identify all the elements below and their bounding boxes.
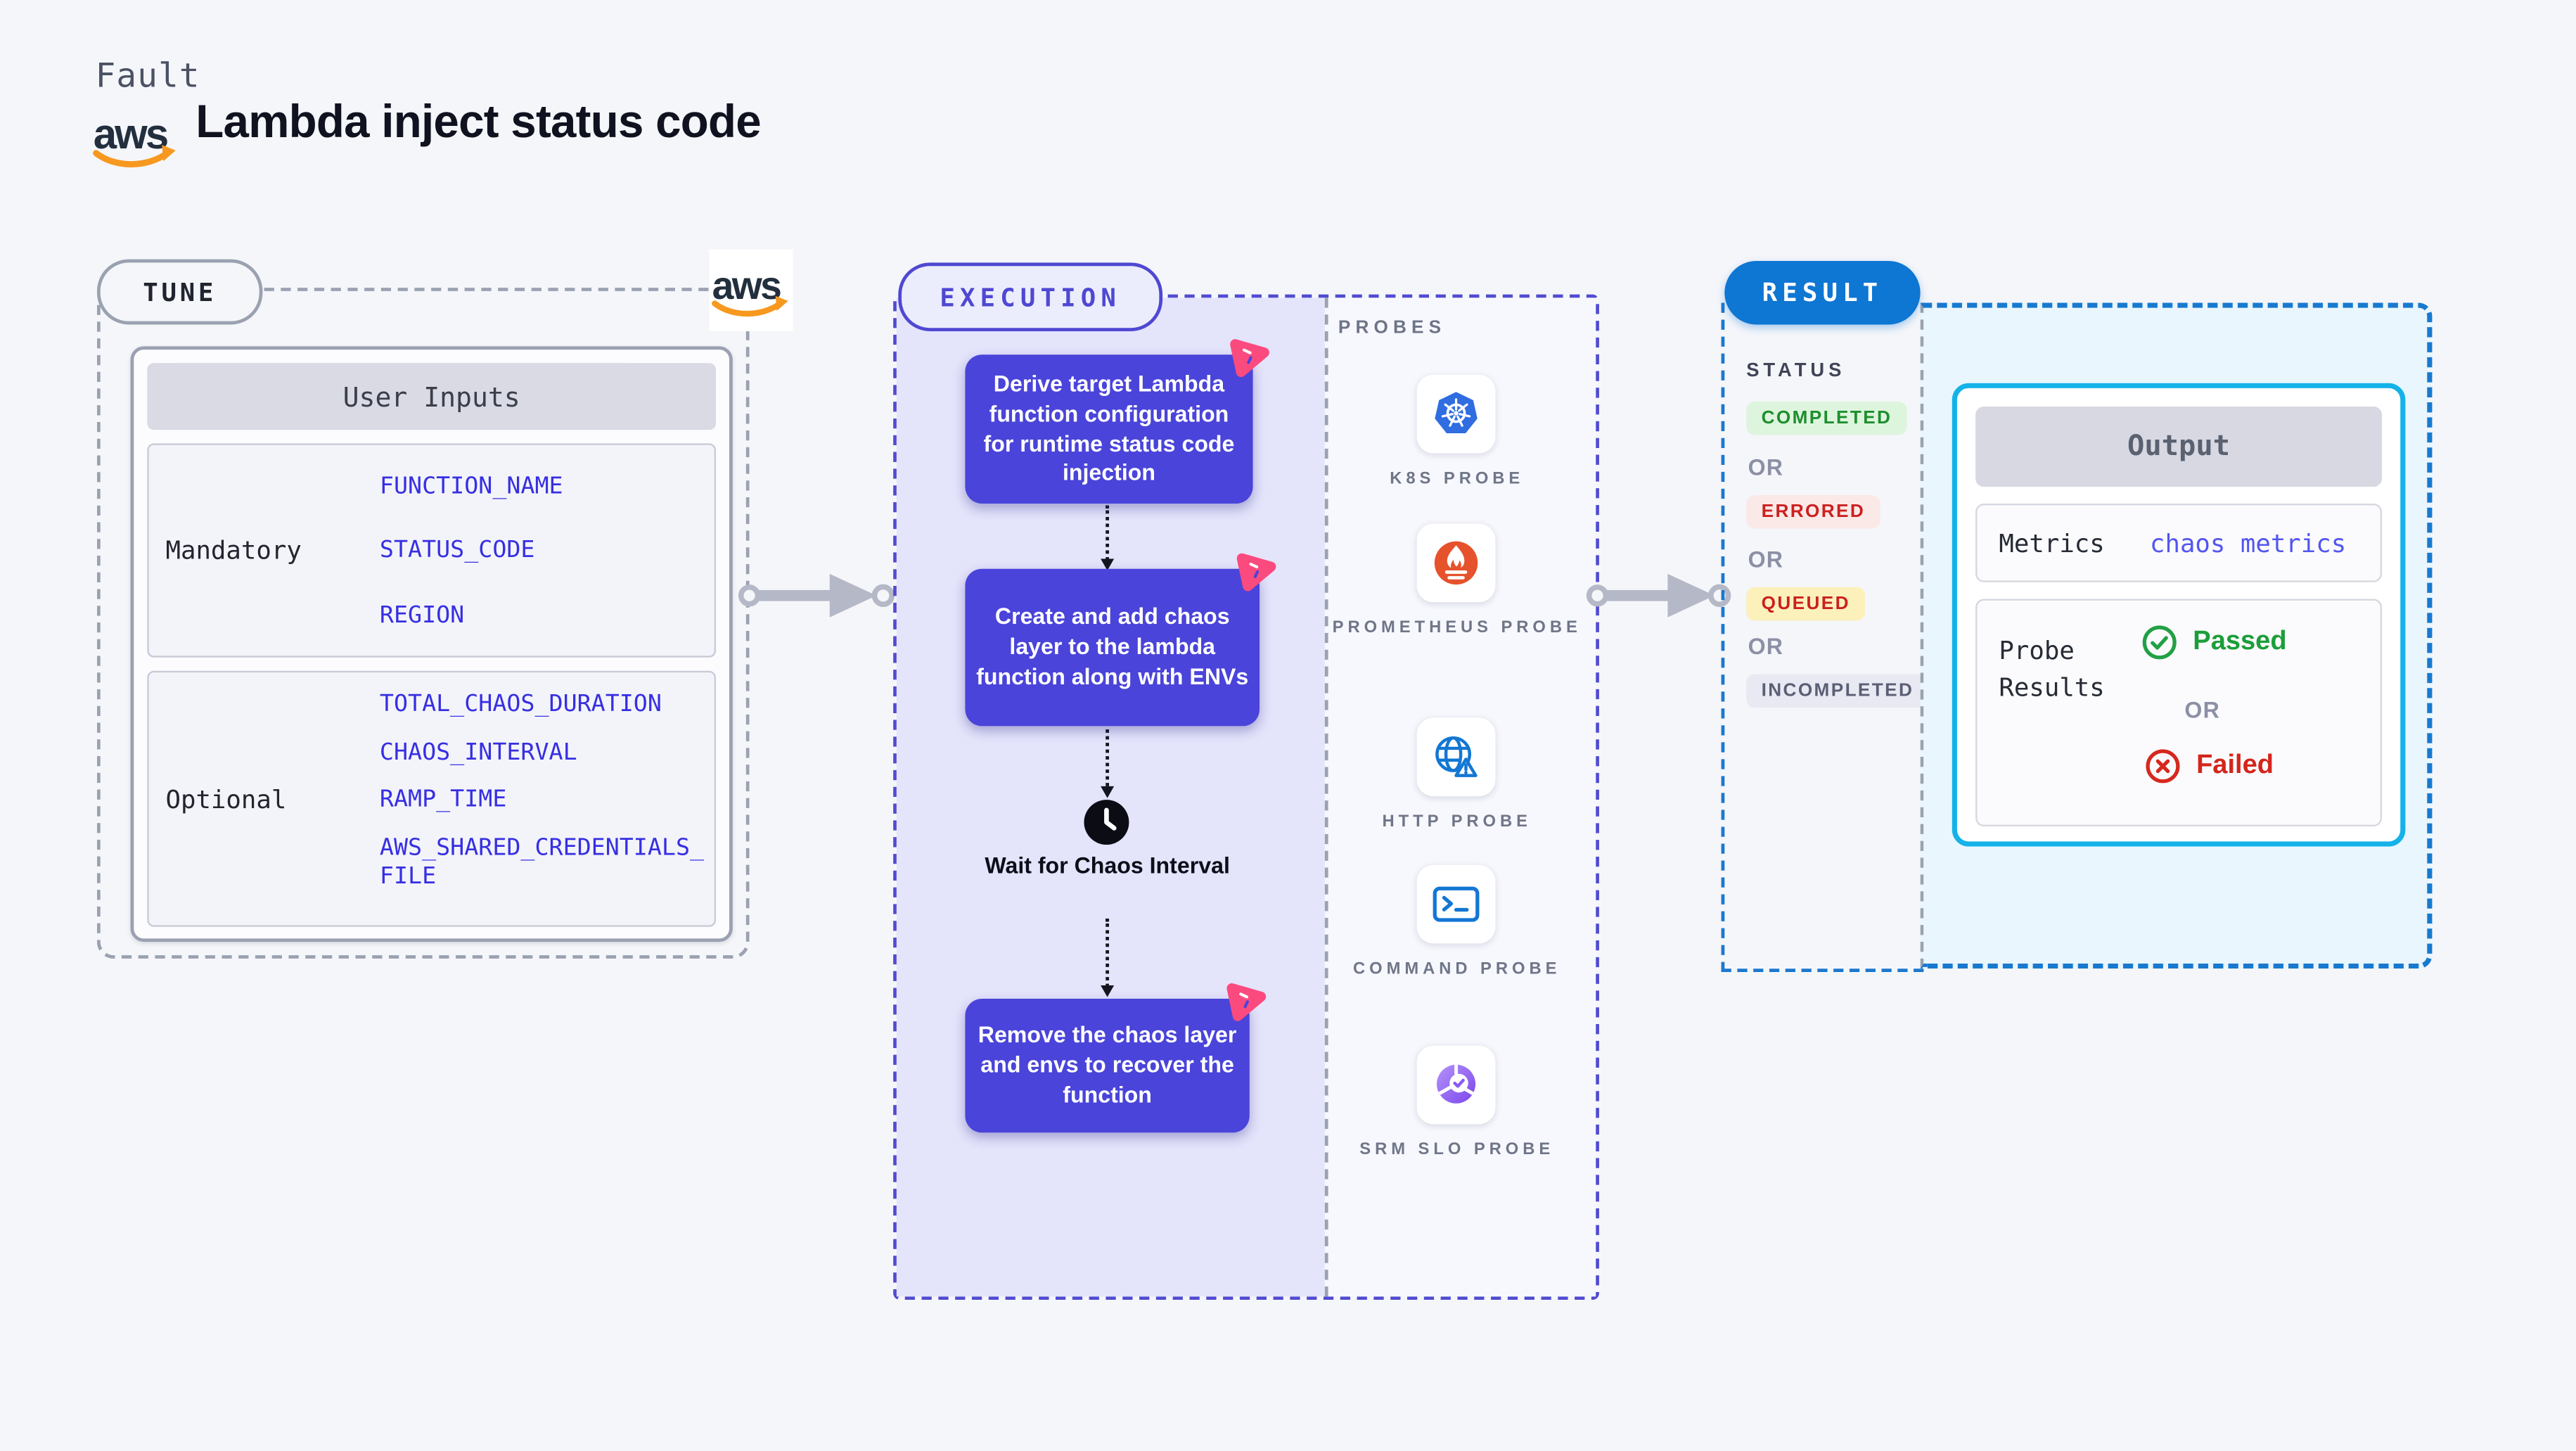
step-connector [1101, 729, 1115, 798]
tune-panel [96, 288, 750, 959]
probe-results-row: Probe Results Passed OR Failed [1975, 599, 2383, 827]
status-badge-completed: COMPLETED [1746, 401, 1907, 435]
chaos-fault-icon [1236, 553, 1276, 592]
optional-label: Optional [165, 784, 287, 814]
probe-card-http [1416, 717, 1496, 797]
terminal-icon [1433, 886, 1480, 922]
wait-for-chaos-interval-label: Wait for Chaos Interval [985, 853, 1230, 878]
mandatory-label: Mandatory [165, 535, 302, 565]
mandatory-values: FUNCTION_NAME STATUS_CODE REGION [380, 445, 715, 656]
output-header: Output [1975, 406, 2383, 487]
tune-pill: TUNE [96, 259, 263, 325]
or-separator: OR [1748, 454, 1784, 480]
env-var: RAMP_TIME [379, 786, 507, 813]
step-connector [1101, 505, 1115, 571]
metrics-label: Metrics [1999, 528, 2105, 558]
probe-card-k8s [1416, 374, 1496, 454]
mandatory-row: Mandatory FUNCTION_NAME STATUS_CODE REGI… [147, 443, 717, 658]
step-remove-chaos-layer: Remove the chaos layer and envs to recov… [965, 983, 1267, 1133]
aws-logo: aws [93, 110, 176, 167]
flow-arrow [1586, 573, 1731, 618]
or-separator: OR [2184, 697, 2220, 723]
probe-card-prometheus [1416, 523, 1496, 603]
probe-card-srm-slo [1416, 1045, 1496, 1125]
wait-clock-icon [1084, 800, 1129, 845]
env-var: TOTAL_CHAOS_DURATION [379, 691, 662, 718]
step-add-chaos-layer: Create and add chaos layer to the lambda… [965, 553, 1276, 727]
result-pill: RESULT [1724, 261, 1921, 325]
prometheus-icon [1434, 541, 1478, 585]
step-derive-config: Derive target Lambda function configurat… [965, 339, 1269, 504]
or-separator: OR [1748, 546, 1784, 573]
probe-label: SRM SLO PROBE [1359, 1141, 1555, 1160]
or-separator: OR [1748, 634, 1784, 660]
failed-label: Failed [2196, 750, 2274, 780]
status-title: STATUS [1746, 361, 1846, 382]
status-badge-errored: ERRORED [1746, 495, 1880, 529]
svg-text:aws: aws [94, 110, 167, 158]
svg-text:aws: aws [712, 264, 781, 307]
probe-label: K8S PROBE [1390, 470, 1525, 489]
probe-label: HTTP PROBE [1382, 812, 1532, 832]
flow-arrow [738, 573, 895, 618]
step-text: Remove the chaos layer and envs to recov… [978, 1022, 1237, 1108]
aws-logo: aws [712, 264, 788, 317]
passed-result: Passed [2141, 624, 2287, 660]
execution-pill: EXECUTION [898, 262, 1163, 331]
check-circle-icon [2142, 625, 2177, 660]
chaos-fault-icon [1230, 339, 1269, 378]
optional-row: Optional TOTAL_CHAOS_DURATION CHAOS_INTE… [147, 670, 717, 927]
fault-eyebrow: Fault [95, 55, 200, 96]
step-text: Derive target Lambda function configurat… [983, 371, 1235, 486]
output-box: Output Metrics chaos metrics Probe Resul… [1952, 383, 2406, 847]
user-inputs-card: User Inputs Mandatory FUNCTION_NAME STAT… [130, 346, 733, 942]
tune-aws-logo-patch: aws [709, 249, 793, 331]
metrics-row: Metrics chaos metrics [1975, 503, 2383, 582]
passed-label: Passed [2193, 627, 2287, 656]
probe-results-label: Probe Results [1999, 635, 2105, 703]
step-connector [1101, 918, 1115, 997]
status-badge-queued: QUEUED [1746, 587, 1866, 621]
probe-card-command [1416, 864, 1496, 944]
user-inputs-header: User Inputs [147, 363, 717, 430]
metrics-value: chaos metrics [2149, 528, 2347, 558]
env-var: FUNCTION_NAME [379, 473, 563, 501]
probes-area [1324, 298, 1596, 1297]
env-var: REGION [379, 601, 465, 629]
probe-label: COMMAND PROBE [1353, 960, 1561, 979]
env-var: AWS_SHARED_CREDENTIALS_FILE [379, 833, 705, 890]
optional-values: TOTAL_CHAOS_DURATION CHAOS_INTERVAL RAMP… [380, 672, 715, 925]
result-status-column: STATUS COMPLETED OR ERRORED OR QUEUED OR… [1721, 302, 1929, 972]
env-var: STATUS_CODE [379, 537, 535, 565]
env-var: CHAOS_INTERVAL [379, 739, 577, 766]
step-text: Create and add chaos layer to the lambda… [976, 603, 1249, 689]
http-globe-warning-icon [1435, 736, 1478, 777]
slo-donut-check-icon [1437, 1064, 1476, 1104]
probes-title: PROBES [1338, 317, 1447, 338]
status-badge-incompleted: INCOMPLETED [1746, 674, 1929, 708]
x-circle-icon [2146, 749, 2180, 784]
failed-result: Failed [2144, 748, 2274, 784]
page-title: Lambda inject status code [196, 95, 761, 148]
chaos-fault-icon [1226, 983, 1267, 1021]
probe-label: PROMETHEUS PROBE [1332, 619, 1582, 638]
kubernetes-icon [1435, 392, 1478, 433]
